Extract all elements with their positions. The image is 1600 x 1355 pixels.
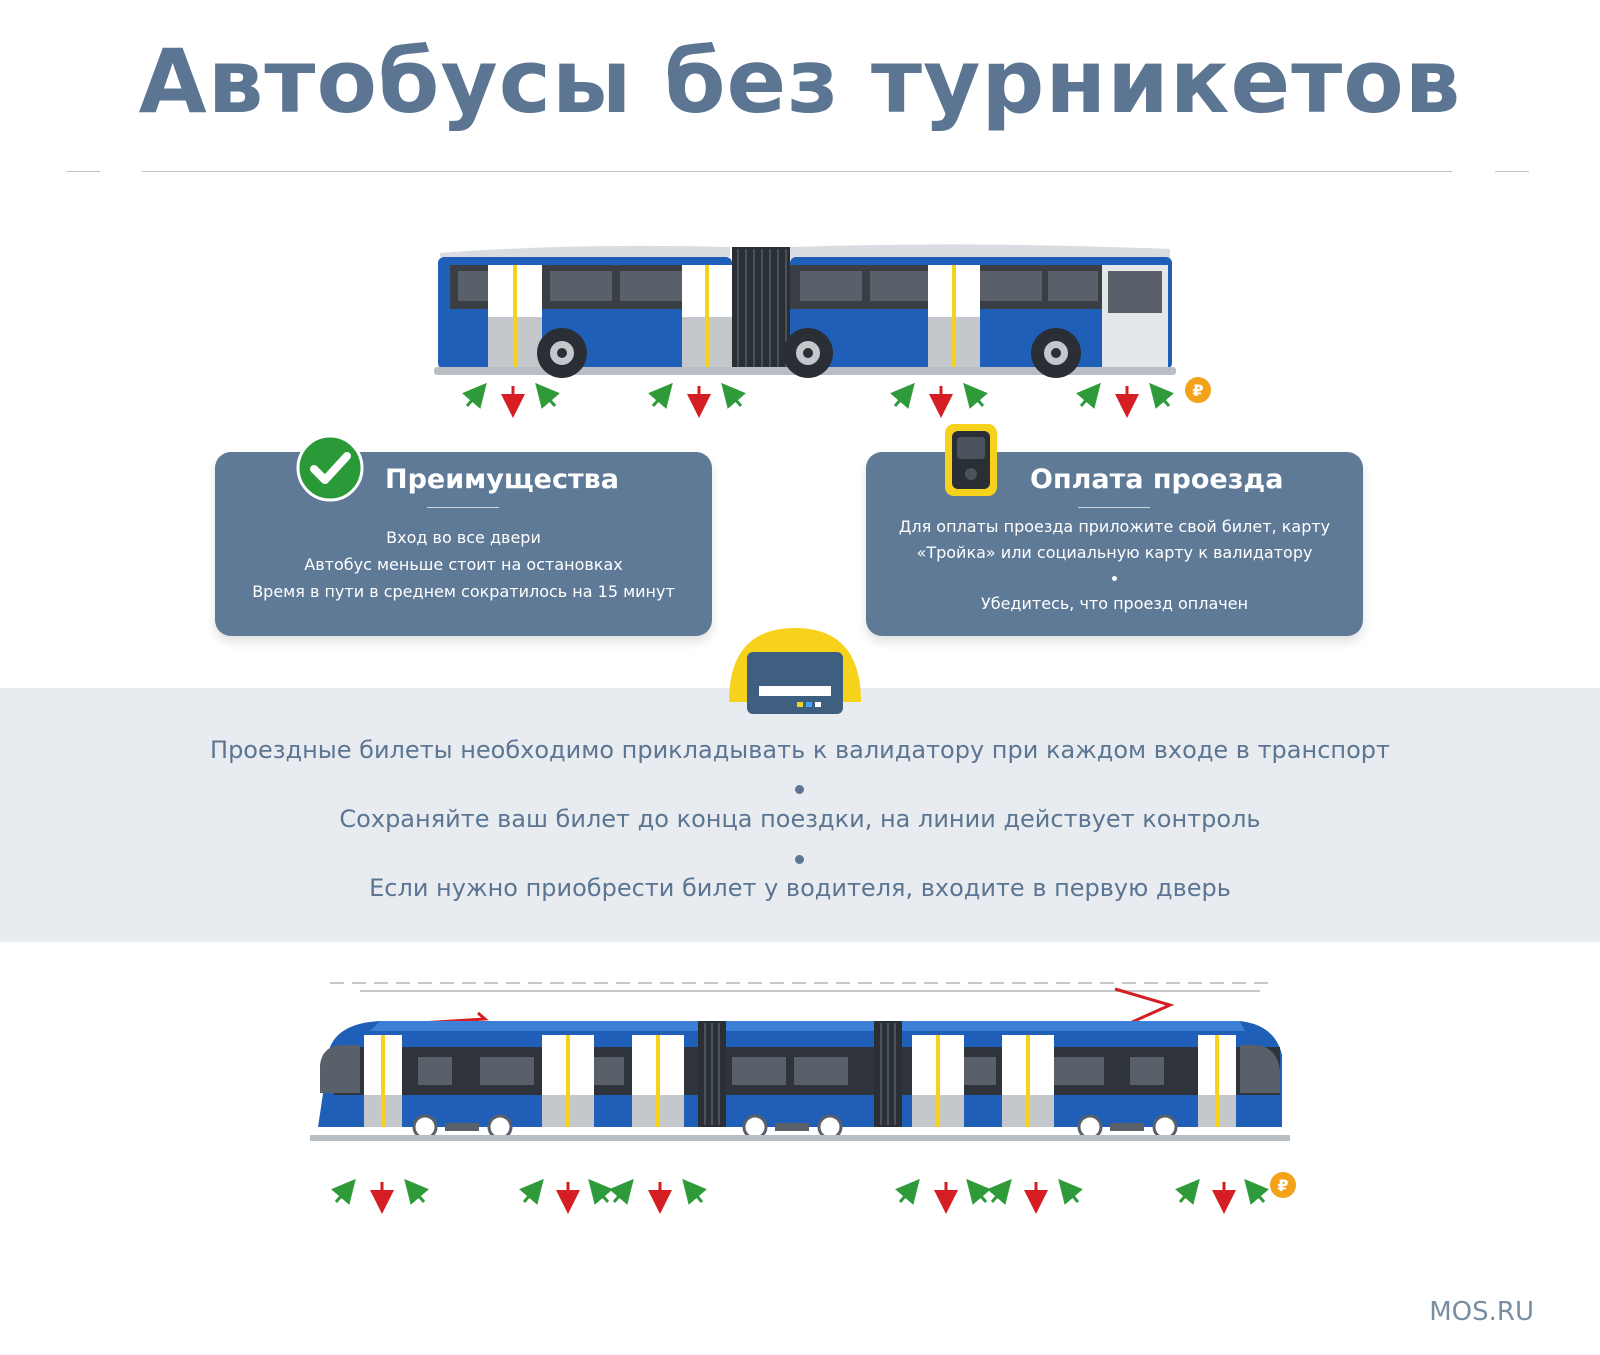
payment-text: Для оплаты проезда приложите свой билет,… xyxy=(866,514,1363,617)
rule-text: Сохраняйте ваш билет до конца поездки, н… xyxy=(339,805,1261,833)
validator-reader-icon xyxy=(729,628,861,714)
advantages-list: Вход во все двери Автобус меньше стоит н… xyxy=(215,524,712,605)
divider-right-short xyxy=(1495,171,1529,172)
tram-illustration xyxy=(310,982,1290,1141)
rule-text: Проездные билеты необходимо прикладывать… xyxy=(210,736,1390,764)
payment-line: Для оплаты проезда приложите свой билет,… xyxy=(898,517,1331,536)
tram-door-arrows xyxy=(331,1178,1269,1214)
divider-main xyxy=(142,171,1452,172)
svg-text:₽: ₽ xyxy=(1192,381,1203,400)
advantages-card: Преимущества Вход во все двери Автобус м… xyxy=(215,452,712,636)
advantage-item: Автобус меньше стоит на остановках xyxy=(304,555,623,574)
advantage-item: Время в пути в среднем сократилось на 15… xyxy=(252,582,675,601)
svg-text:₽: ₽ xyxy=(1277,1176,1288,1195)
articulated-bus-illustration xyxy=(434,244,1176,378)
page-title: Автобусы без турникетов xyxy=(138,30,1462,133)
payment-title: Оплата проезда xyxy=(1030,464,1284,495)
rule-text: Если нужно приобрести билет у водителя, … xyxy=(369,874,1231,902)
rule-separator-dot xyxy=(795,855,804,864)
payment-card: Оплата проезда Для оплаты проезда прилож… xyxy=(866,452,1363,636)
rule-separator-dot xyxy=(795,785,804,794)
ruble-coin-icon: ₽ xyxy=(1270,1172,1296,1198)
rules-band: Проездные билеты необходимо прикладывать… xyxy=(0,688,1600,942)
ruble-coin-icon: ₽ xyxy=(1185,377,1211,403)
divider-left-short xyxy=(66,171,100,172)
payment-line: Убедитесь, что проезд оплачен xyxy=(980,594,1249,613)
advantages-title: Преимущества xyxy=(385,464,619,495)
payment-line: «Тройка» или социальную карту к валидато… xyxy=(916,543,1313,562)
check-icon xyxy=(296,434,364,502)
advantage-item: Вход во все двери xyxy=(386,528,541,547)
validator-icon xyxy=(945,424,997,496)
payment-separator-dot xyxy=(1112,576,1117,581)
payment-underline xyxy=(1078,507,1150,508)
advantages-underline xyxy=(427,507,499,508)
footer-brand: MOS.RU xyxy=(1429,1297,1534,1327)
bus-door-arrows xyxy=(462,382,1174,418)
